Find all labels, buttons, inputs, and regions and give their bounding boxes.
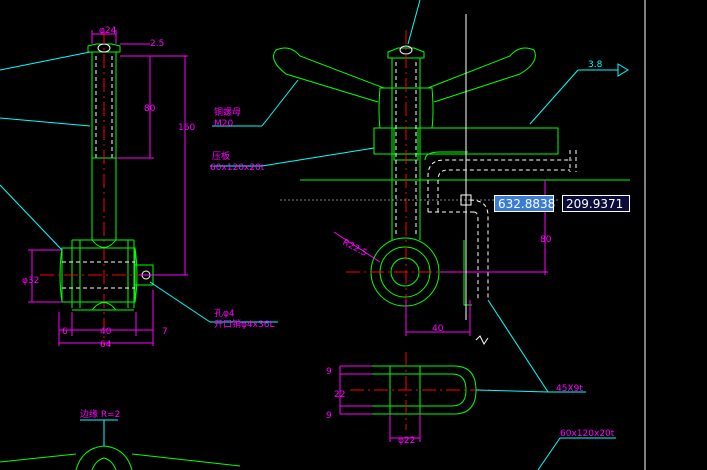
dim-phi32: φ32	[22, 276, 39, 286]
dim-6: 6	[62, 327, 68, 337]
dim-80-left: 80	[144, 104, 156, 114]
label-cotter-pin: 开口销φ4x36L	[214, 318, 274, 330]
dim-40-left: 40	[100, 327, 112, 337]
left-dimensions	[28, 30, 188, 346]
right-dimensions	[333, 180, 548, 442]
cursor-x-coordinate-input[interactable]: 632.8838	[494, 195, 555, 212]
right-clamp-view	[0, 45, 630, 470]
dim-2-5: 2.5	[150, 39, 164, 49]
label-m20: M20	[214, 119, 233, 129]
dim-3-8: 3.8	[588, 60, 603, 70]
dim-40-right: 40	[432, 324, 444, 334]
label-plate-size: 60x120x20t	[210, 163, 265, 173]
label-pressure-plate: 压板	[212, 150, 230, 162]
dim-80-right: 80	[540, 235, 552, 245]
label-edge-radius: 边缘 R=2	[80, 408, 120, 420]
dim-R22-5: R22.5	[341, 238, 369, 259]
cursor-y-coordinate-input[interactable]: 209.9371	[562, 195, 630, 212]
right-leaders	[80, 0, 629, 470]
dim-phi22: φ22	[398, 436, 415, 446]
right-hidden-lines	[395, 62, 577, 300]
dim-64: 64	[100, 340, 112, 350]
dim-9-bottom: 9	[326, 411, 332, 421]
dim-22: 22	[334, 390, 345, 400]
dim-9-top: 9	[326, 367, 332, 377]
dim-160: 160	[178, 123, 195, 133]
label-bottom-plate: 60x120x20t	[560, 429, 615, 439]
label-hole: 孔φ4	[214, 308, 235, 319]
left-screw-view	[40, 30, 160, 345]
label-45x9t: 45X9t	[556, 384, 583, 394]
left-leaders	[0, 51, 278, 323]
dim-phi24: φ24	[99, 26, 117, 36]
label-copper-nut: 铜螺母	[214, 106, 241, 118]
dim-7: 7	[162, 327, 168, 337]
break-symbol	[475, 335, 489, 345]
